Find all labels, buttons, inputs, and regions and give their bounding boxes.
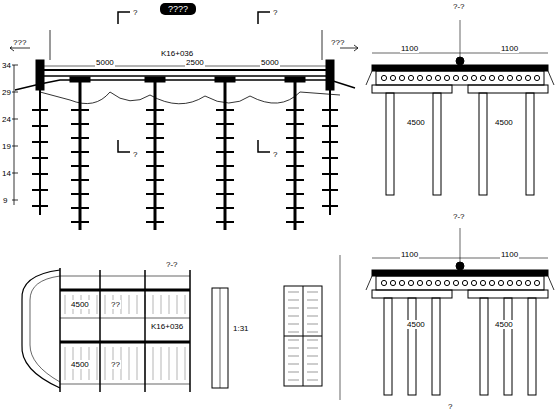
dimension-label: 24 [1,115,12,124]
dimension-label: 4500 [406,320,426,329]
dimension-label: K16+036 [150,322,184,331]
dimension-label: 34 [1,61,12,70]
dimension-label: ? [132,8,138,17]
dimension-label: ?-? [165,260,179,269]
dimension-label: ?? [110,360,121,369]
dimension-label: 1100 [400,44,419,53]
dimension-label: 5000 [260,58,280,67]
dimension-label: ? [447,402,453,411]
dimension-label: 4500 [494,320,514,329]
dimension-label: ??? [330,38,345,47]
dimension-label: 1:31 [232,324,250,333]
dimension-label: 29 [1,88,12,97]
dimension-label: ? [272,150,278,159]
dimension-label: 1100 [500,44,519,53]
dimension-label: K16+036 [160,49,194,58]
dimension-label: ?-? [452,212,466,221]
dimension-label: 14 [1,169,12,178]
dimension-label: ? [272,8,278,17]
drawing-title: ???? [160,3,196,15]
dimension-label: 1100 [400,250,419,259]
dimension-label: 4500 [70,360,90,369]
dimension-label: 2500 [185,58,205,67]
dimension-label: ? [132,150,138,159]
dimension-label: 4500 [494,118,514,127]
dimension-label: 5000 [95,58,115,67]
linework [10,12,554,400]
dimension-label: 4500 [406,118,426,127]
dimension-label: 19 [1,142,12,151]
dimension-label: ??? [12,38,27,47]
dimension-label: 4500 [70,300,90,309]
dimension-label: ?-? [452,2,466,11]
dimension-label: ?? [110,300,121,309]
dimension-label: 9 [2,196,8,205]
dimension-label: 1100 [500,250,519,259]
